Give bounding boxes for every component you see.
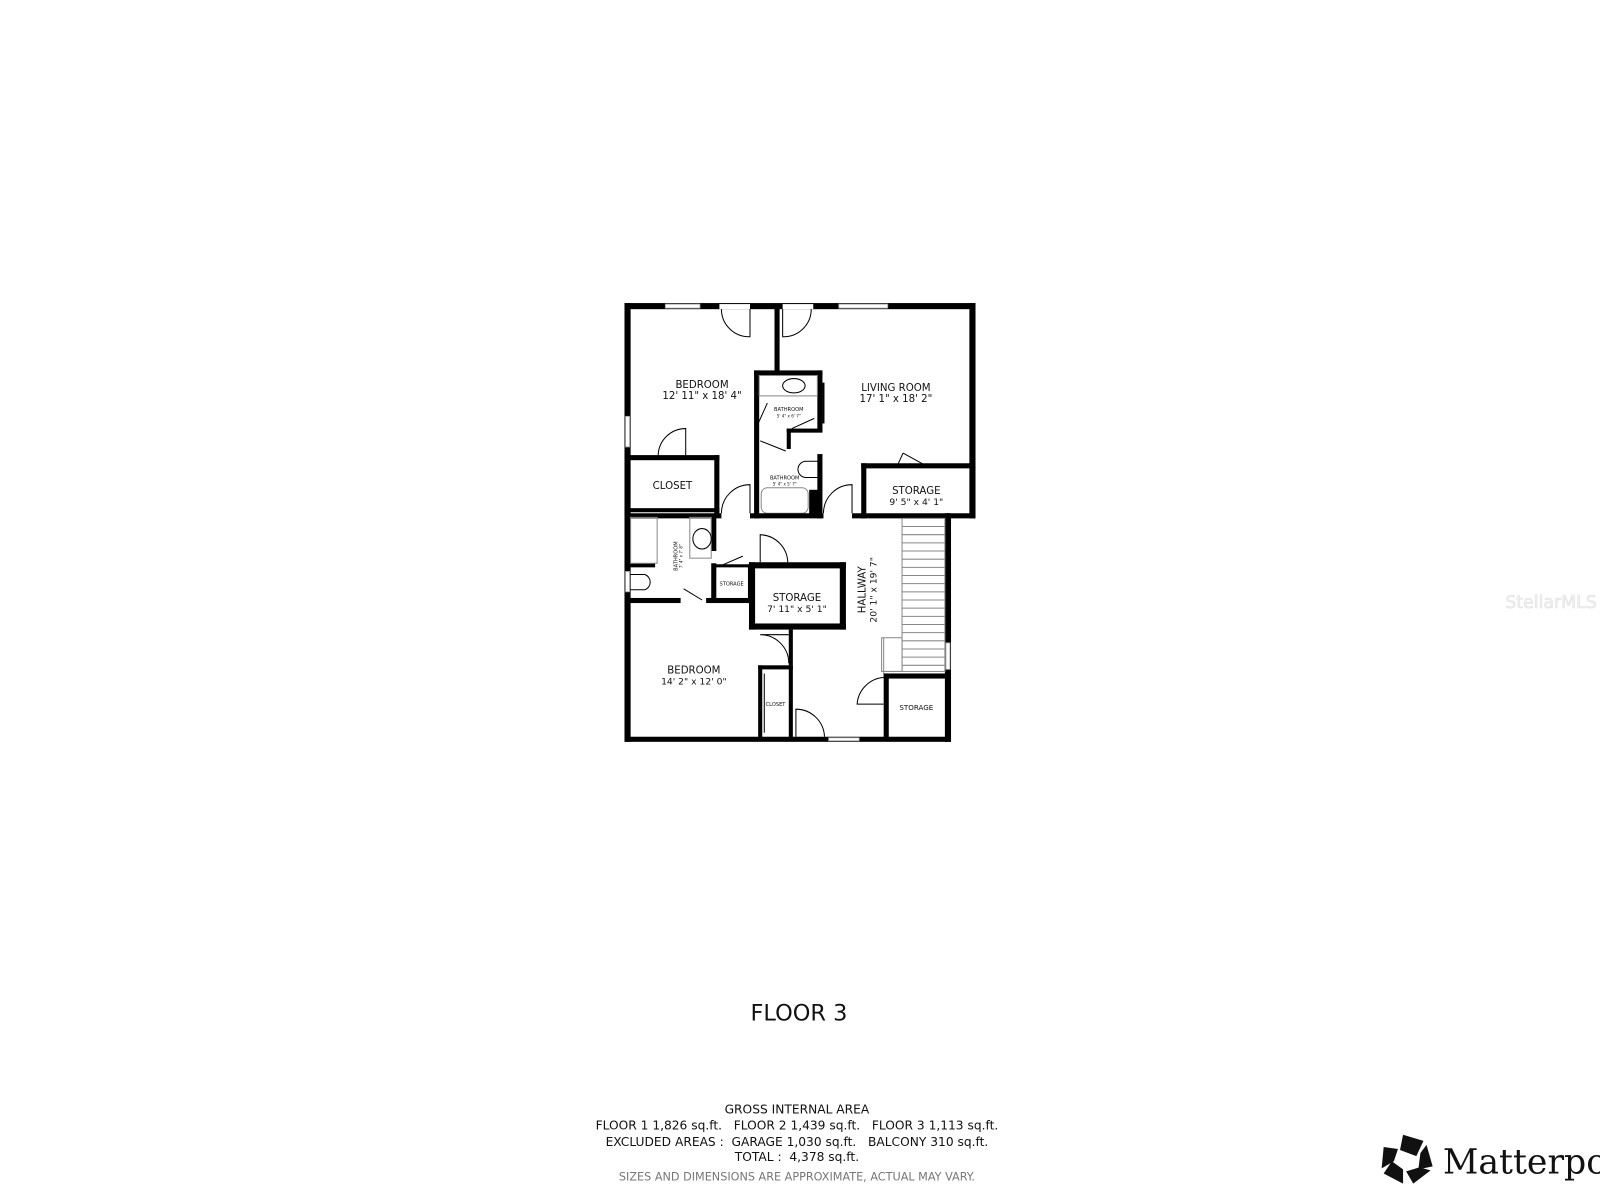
- room-dims: 9' 5" x 4' 1": [889, 497, 943, 508]
- room-label: STORAGE: [720, 582, 744, 588]
- watermark: StellarMLS: [1505, 593, 1596, 613]
- room-dims: 5' 4" x 5' 7": [773, 482, 797, 487]
- room-dims: 14' 2" x 12' 0": [661, 677, 727, 688]
- room-label: BEDROOM: [675, 380, 728, 391]
- room-dims: 12' 11" x 18' 4": [662, 391, 741, 402]
- area-floors: FLOOR 1 1,826 sq.ft. FLOOR 2 1,439 sq.ft…: [596, 1119, 999, 1133]
- room-label: STORAGE: [899, 703, 933, 712]
- room-dims: 20' 1" x 19' 7": [869, 557, 880, 623]
- room-dims: 5' 4" x 6' 7": [777, 413, 801, 418]
- room-dims: 7' 4" x 7' 8": [679, 544, 684, 568]
- area-heading: GROSS INTERNAL AREA: [725, 1102, 870, 1116]
- logo-text: Matterport: [1443, 1142, 1600, 1182]
- room-label: LIVING ROOM: [861, 383, 930, 394]
- room-label: BEDROOM: [667, 665, 720, 676]
- room-label: HALLWAY: [857, 566, 868, 614]
- floor-title: FLOOR 3: [751, 1000, 848, 1026]
- room-label: CLOSET: [766, 702, 787, 708]
- room-label: BATHROOM: [770, 476, 799, 482]
- room-label: BATHROOM: [774, 407, 803, 413]
- room-label: CLOSET: [653, 481, 693, 492]
- room-label: STORAGE: [773, 593, 822, 604]
- room-dims: 7' 11" x 5' 1": [767, 604, 827, 615]
- matterport-logo-icon: [1381, 1134, 1433, 1184]
- area-excluded: EXCLUDED AREAS : GARAGE 1,030 sq.ft. BAL…: [606, 1135, 989, 1149]
- floor-plan: BEDROOM 12' 11" x 18' 4" LIVING ROOM 17'…: [624, 303, 976, 742]
- area-summary: GROSS INTERNAL AREA FLOOR 1 1,826 sq.ft.…: [596, 1102, 999, 1183]
- matterport-logo: Matterport: [1381, 1134, 1600, 1184]
- disclaimer: SIZES AND DIMENSIONS ARE APPROXIMATE, AC…: [619, 1171, 975, 1184]
- staircase: [881, 517, 946, 674]
- room-label: BATHROOM: [674, 541, 680, 570]
- area-total: TOTAL : 4,378 sq.ft.: [734, 1150, 859, 1164]
- room-dims: 17' 1" x 18' 2": [859, 394, 932, 405]
- room-label: STORAGE: [892, 486, 941, 497]
